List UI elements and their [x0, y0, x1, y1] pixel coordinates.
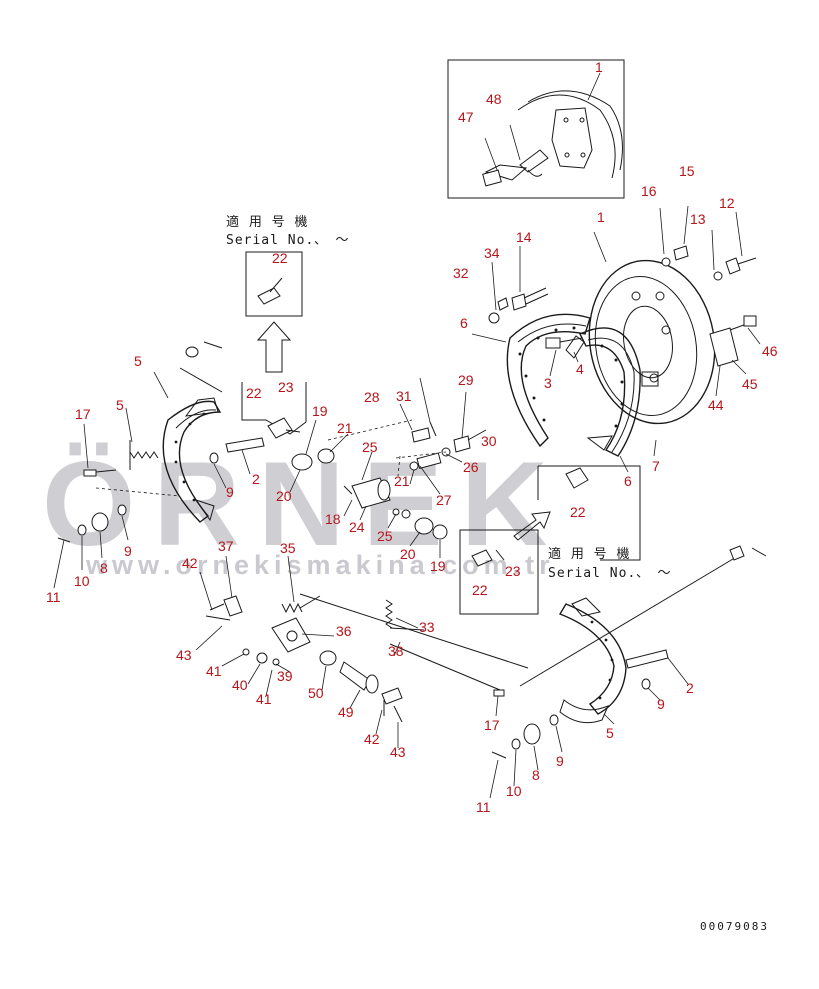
callout-30: 30 — [481, 433, 497, 449]
callout-11: 11 — [46, 589, 61, 605]
callout-39: 39 — [277, 668, 293, 684]
callout-37: 37 — [218, 538, 234, 554]
callout-18: 18 — [325, 511, 341, 527]
callout-40: 40 — [232, 677, 248, 693]
serial-note-right: 22 23 22 適 用 号 機 Serial No. 、 〜 — [459, 465, 672, 615]
callout-17: 17 — [484, 717, 500, 733]
callout-20: 20 — [276, 488, 292, 504]
callout-27: 27 — [436, 492, 452, 508]
callout-16: 16 — [641, 183, 657, 199]
callout-23: 23 — [505, 563, 521, 579]
backing-plate-assembly: 1 15 16 13 12 34 14 32 6 3 4 46 45 44 7 … — [453, 163, 778, 489]
serial-note-left: 適 用 号 機 Serial No. 、 〜 22 — [226, 214, 350, 373]
inset-top: 1 47 48 — [447, 59, 625, 199]
callout-23: 23 — [278, 379, 294, 395]
callout-19: 19 — [430, 558, 446, 574]
callout-19: 19 — [312, 403, 328, 419]
callout-1: 1 — [595, 59, 603, 75]
callout-49: 49 — [338, 704, 354, 720]
callout-10: 10 — [506, 783, 522, 799]
callout-31: 31 — [396, 388, 412, 404]
callout-26: 26 — [463, 459, 479, 475]
callout-6: 6 — [624, 473, 632, 489]
callout-44: 44 — [708, 397, 724, 413]
up-arrow-icon — [256, 321, 292, 373]
callout-9: 9 — [657, 696, 665, 712]
callout-22: 22 — [246, 385, 262, 401]
callout-8: 8 — [532, 767, 540, 783]
callout-17: 17 — [75, 406, 91, 422]
callout-43: 43 — [176, 647, 192, 663]
callout-3: 3 — [544, 375, 552, 391]
note-title: 適 用 号 機 — [226, 214, 308, 230]
callout-8: 8 — [100, 560, 108, 576]
callout-48: 48 — [486, 91, 502, 107]
right-shoe-assembly: 2 9 5 17 9 8 10 11 — [476, 545, 767, 815]
callout-42: 42 — [364, 731, 380, 747]
callout-34: 34 — [484, 245, 500, 261]
note-serial: Serial No. — [548, 566, 636, 581]
note-range: 、 〜 — [314, 233, 350, 248]
callout-32: 32 — [453, 265, 469, 281]
callout-29: 29 — [458, 372, 474, 388]
callout-2: 2 — [686, 680, 694, 696]
callout-4: 4 — [576, 361, 584, 377]
callout-22: 22 — [272, 250, 288, 266]
callout-9: 9 — [226, 484, 234, 500]
callout-9: 9 — [556, 753, 564, 769]
callout-25: 25 — [377, 528, 393, 544]
callout-43: 43 — [390, 744, 406, 760]
note-title: 適 用 号 機 — [548, 546, 630, 562]
callout-22: 22 — [570, 504, 586, 520]
callout-14: 14 — [516, 229, 532, 245]
callout-28: 28 — [364, 389, 380, 405]
callout-45: 45 — [742, 376, 758, 392]
callout-11: 11 — [476, 799, 491, 815]
callout-46: 46 — [762, 343, 778, 359]
callout-5: 5 — [606, 725, 614, 741]
callout-41: 41 — [206, 663, 222, 679]
callout-6: 6 — [460, 315, 468, 331]
callout-22: 22 — [472, 582, 488, 598]
callout-1: 1 — [597, 209, 605, 225]
callout-24: 24 — [349, 519, 365, 535]
callout-21: 21 — [394, 473, 410, 489]
callout-15: 15 — [679, 163, 695, 179]
callout-2: 2 — [252, 471, 260, 487]
note-serial: Serial No. — [226, 233, 314, 248]
callout-5: 5 — [116, 397, 124, 413]
drawing-code: 00079083 — [700, 920, 769, 933]
callout-5: 5 — [134, 353, 142, 369]
callout-41: 41 — [256, 691, 272, 707]
callout-20: 20 — [400, 546, 416, 562]
callout-7: 7 — [652, 458, 660, 474]
callout-9: 9 — [124, 543, 132, 559]
wheel-cylinder-assembly: 31 28 29 30 21 25 26 21 27 18 24 25 20 1… — [225, 372, 497, 574]
callout-47: 47 — [458, 109, 474, 125]
callout-25: 25 — [362, 439, 378, 455]
callout-42: 42 — [182, 555, 198, 571]
callout-35: 35 — [280, 540, 296, 556]
callout-38: 38 — [388, 643, 404, 659]
adjuster-assembly: 37 35 42 36 33 38 43 41 40 39 41 50 49 4… — [176, 538, 529, 760]
note-range: 、 〜 — [636, 566, 672, 581]
diagonal-arrow-icon — [513, 511, 551, 541]
callout-12: 12 — [719, 195, 735, 211]
callout-36: 36 — [336, 623, 352, 639]
callout-10: 10 — [74, 573, 90, 589]
watermark-url: www.ornekismakina.com.tr — [85, 550, 555, 580]
callout-33: 33 — [419, 619, 435, 635]
callout-13: 13 — [690, 211, 706, 227]
callout-21: 21 — [337, 420, 353, 436]
callout-50: 50 — [308, 685, 324, 701]
left-shoe-assembly: 5 17 5 9 9 8 10 11 — [46, 341, 234, 605]
